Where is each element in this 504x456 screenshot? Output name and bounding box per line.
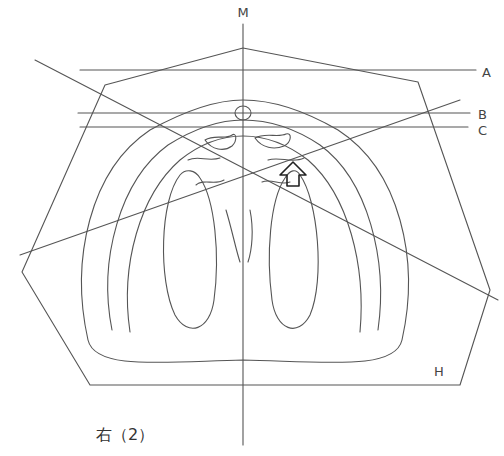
arrow-symbol <box>280 162 306 186</box>
ruga <box>226 210 240 262</box>
ruga <box>262 181 290 183</box>
midline <box>242 24 243 445</box>
ruga <box>255 134 290 148</box>
dental-arch <box>127 136 361 332</box>
line-label: A <box>482 65 491 80</box>
palate-contour <box>269 171 318 329</box>
incisive-papilla <box>235 106 251 120</box>
reference-line <box>80 69 476 70</box>
label-holder: B <box>478 105 487 123</box>
palate-contour <box>164 171 217 329</box>
ruga <box>205 134 236 149</box>
label-holder: H <box>434 362 444 380</box>
label-holder: C <box>478 121 487 139</box>
cast-base <box>82 100 409 362</box>
line-label: M <box>237 5 248 20</box>
figure-caption: 右（2） <box>96 425 154 444</box>
ruga <box>188 158 220 160</box>
outline-hexagon <box>22 48 490 385</box>
ruga <box>248 210 252 262</box>
label-holder: 右（2） <box>96 426 154 444</box>
reference-line <box>80 126 468 127</box>
ruga <box>268 158 304 160</box>
label-holder: A <box>482 63 491 81</box>
dental-arch <box>108 120 381 330</box>
diagonal-line <box>35 60 498 300</box>
label-holder: M <box>237 3 248 21</box>
line-label: B <box>478 107 487 122</box>
ruga <box>196 180 224 185</box>
diagonal-line <box>20 100 460 255</box>
line-label: C <box>478 123 487 138</box>
line-label: H <box>434 364 444 379</box>
